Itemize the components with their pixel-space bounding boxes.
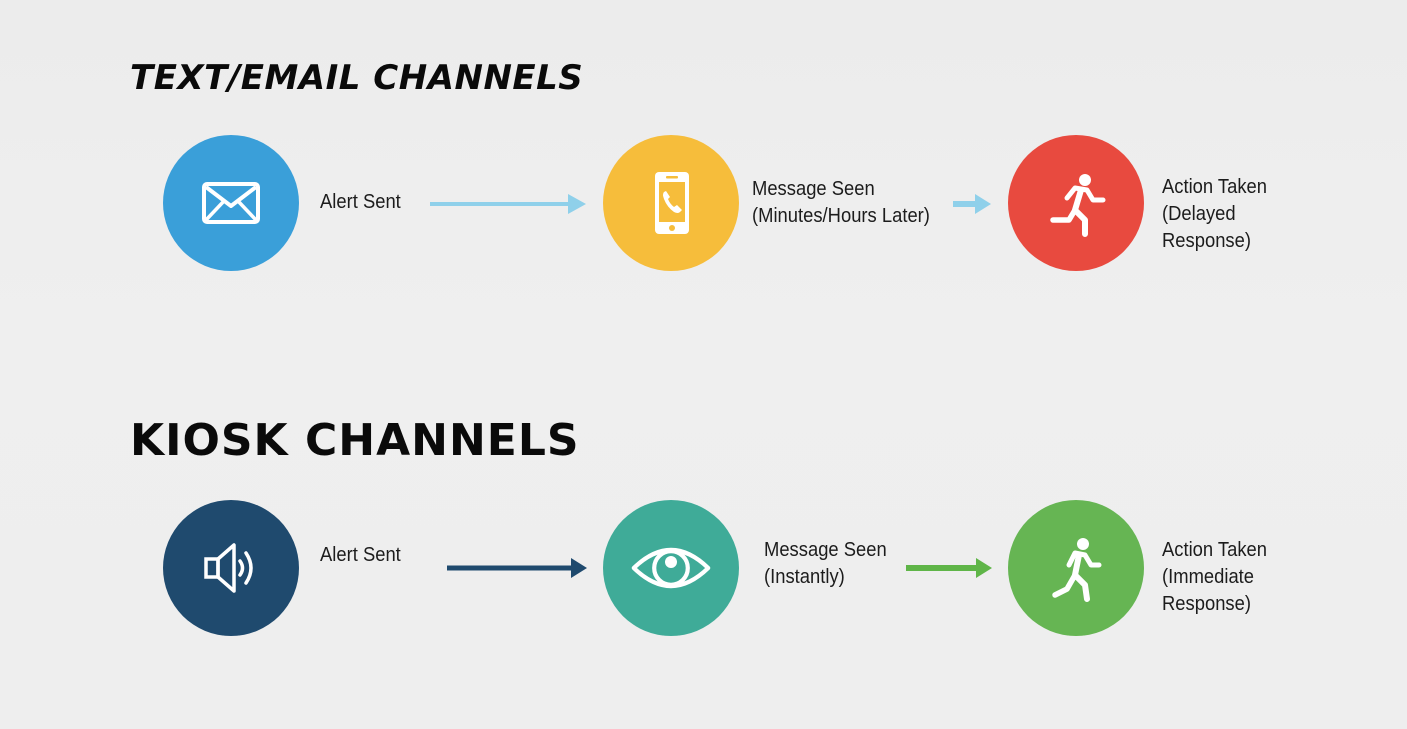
flow-arrow (906, 558, 992, 578)
label-line: (Instantly) (764, 566, 845, 588)
step-action-taken-circle (1008, 135, 1144, 271)
step-label-action-taken: Action Taken (Immediate Response) (1162, 537, 1267, 618)
step-alert-sent-circle (163, 135, 299, 271)
eye-icon (631, 547, 711, 589)
running-person-icon (1050, 174, 1106, 237)
step-label-alert-sent: Alert Sent (320, 189, 401, 216)
smartphone-icon (655, 172, 689, 234)
label-line: Response) (1162, 593, 1251, 615)
step-label-action-taken: Action Taken (Delayed Response) (1162, 174, 1267, 255)
step-message-seen-circle (603, 500, 739, 636)
label-line: Message Seen (752, 178, 875, 200)
step-label-message-seen: Message Seen (Instantly) (764, 537, 887, 591)
section-title-kiosk: KIOSK CHANNELS (130, 415, 580, 466)
label-line: (Immediate (1162, 566, 1255, 588)
label-line: (Minutes/Hours Later) (752, 205, 930, 227)
speaker-icon (204, 543, 253, 593)
label-line: Response) (1162, 230, 1251, 252)
flow-arrow (953, 194, 991, 214)
label-line: (Delayed (1162, 203, 1236, 225)
flow-arrow (447, 558, 587, 578)
section-title-text-email: TEXT/EMAIL CHANNELS (130, 58, 584, 98)
step-alert-sent-circle (163, 500, 299, 636)
envelope-icon (202, 182, 260, 224)
flow-arrow (430, 194, 586, 214)
step-label-message-seen: Message Seen (Minutes/Hours Later) (752, 176, 930, 230)
running-person-icon (1052, 538, 1102, 602)
label-line: Alert Sent (320, 191, 401, 213)
step-action-taken-circle (1008, 500, 1144, 636)
step-message-seen-circle (603, 135, 739, 271)
label-line: Action Taken (1162, 176, 1268, 198)
label-line: Action Taken (1162, 539, 1268, 561)
step-label-alert-sent: Alert Sent (320, 542, 401, 569)
label-line: Message Seen (764, 539, 887, 561)
label-line: Alert Sent (320, 544, 401, 566)
